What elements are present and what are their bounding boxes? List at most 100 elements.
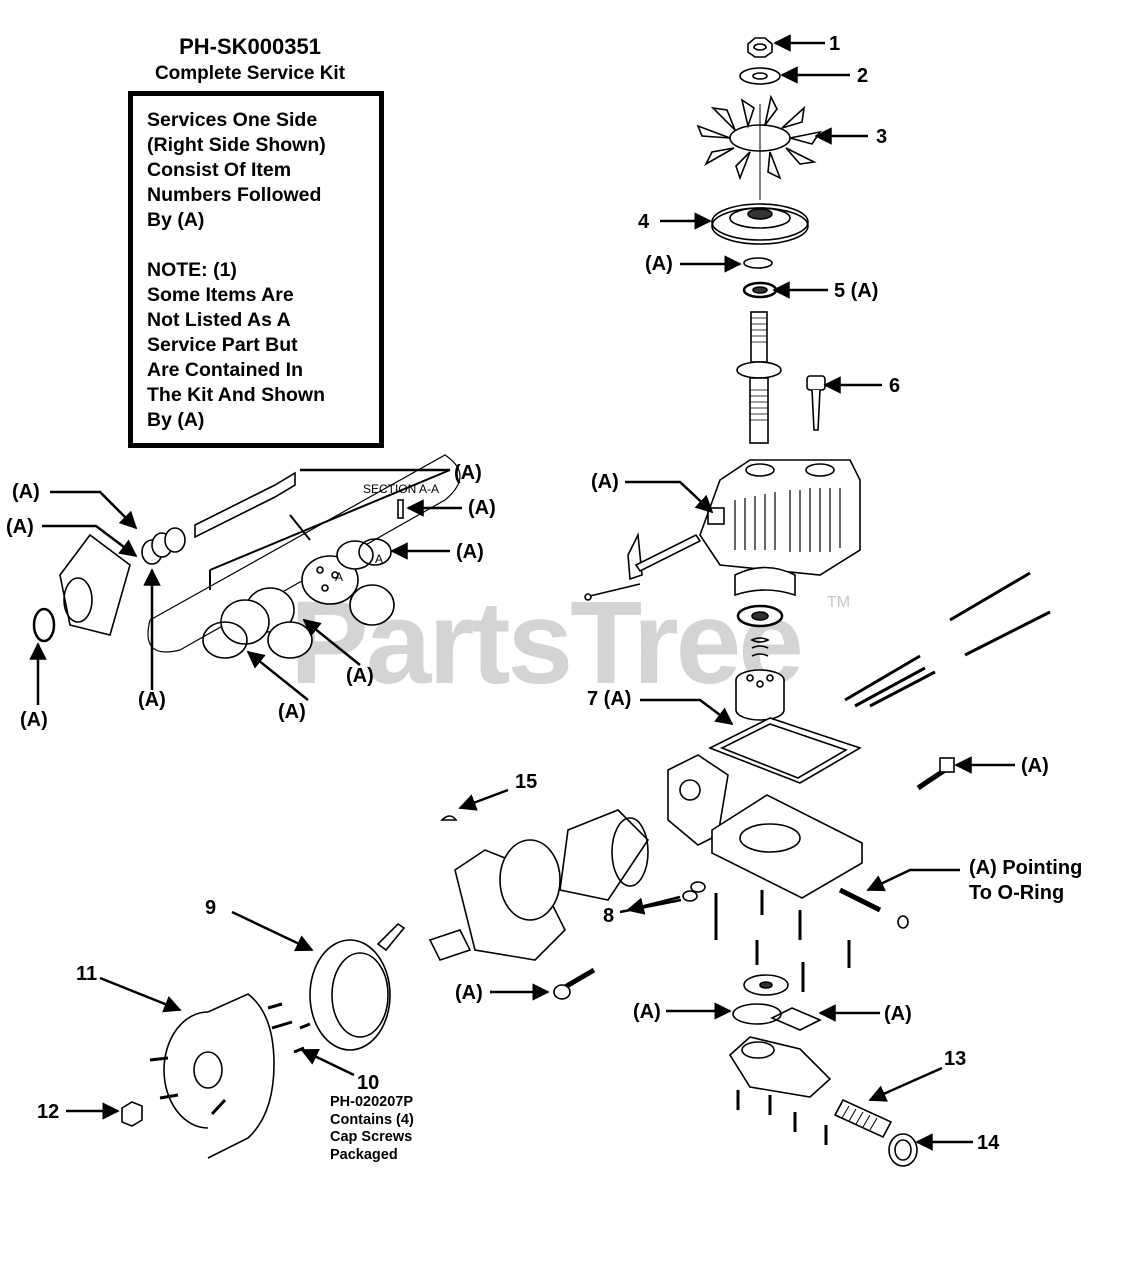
- note-line: By (A): [147, 409, 205, 431]
- pump-block-left: [202, 587, 313, 659]
- lower-bolts: [714, 890, 851, 992]
- left-shaft: [194, 471, 296, 539]
- callout-1: 1: [829, 33, 841, 55]
- valve-item-A: [916, 757, 955, 791]
- callout-a-left-8: (A): [468, 497, 496, 519]
- note-line: NOTE: (1): [147, 259, 237, 281]
- upper-housing: [699, 459, 861, 576]
- plug-A: [553, 967, 596, 1000]
- retaining-ring: [743, 257, 773, 269]
- nut-item-12: [121, 1101, 143, 1127]
- screws-bottom: [736, 1090, 828, 1145]
- callout-a-left-1: (A): [12, 481, 40, 503]
- filter-housing: [728, 1036, 832, 1098]
- note-line: Are Contained In: [147, 359, 304, 381]
- callout-7: 7 (A): [587, 688, 632, 710]
- gasket-item-7: [708, 717, 862, 784]
- left-bearing: [32, 607, 56, 643]
- callout-a-housing: (A): [591, 471, 619, 493]
- check-valve: [838, 887, 909, 929]
- callout-a-valve: (A): [1021, 755, 1049, 777]
- callout-6: 6: [889, 375, 901, 397]
- thrust-bearing: [736, 604, 784, 628]
- callout-11: 11: [76, 963, 98, 985]
- key-item-15: [440, 815, 458, 821]
- washer-item-2: [739, 67, 781, 85]
- callout-a-left-2: (A): [6, 516, 34, 538]
- fan-item-3: [696, 94, 822, 200]
- callout-a-o-ring: (A) Pointing To O-Ring: [969, 857, 1083, 904]
- callout-a-left-5: (A): [278, 701, 306, 723]
- callout-a-left-3: (A): [20, 709, 48, 731]
- o-ring-seal: [732, 1003, 782, 1025]
- note-line: Service Part But: [147, 334, 298, 356]
- callout-a-plug: (A): [455, 982, 483, 1004]
- note-line: [147, 233, 370, 258]
- callout-a-left-7: (A): [454, 462, 482, 484]
- housing-bolts: [844, 571, 1051, 708]
- section-label: SECTION A-A: [363, 482, 440, 496]
- input-shaft: [736, 311, 782, 444]
- cylinder-block: [735, 669, 785, 721]
- section-cylinder: [147, 454, 461, 653]
- nut-item-1: [747, 37, 773, 58]
- callout-a-left-4: (A): [138, 689, 166, 711]
- note-line: Some Items Are: [147, 284, 294, 306]
- note-line: The Kit And Shown: [147, 384, 326, 406]
- callout-5: 5 (A): [834, 280, 879, 302]
- swashplate-block: [734, 566, 796, 597]
- callout-14: 14: [977, 1132, 1000, 1154]
- callout-8: 8: [603, 905, 615, 927]
- callout-4: 4: [638, 211, 650, 233]
- watermark-trademark: TM: [827, 594, 851, 611]
- callout-a-left-9: (A): [456, 541, 484, 563]
- callout-a-left-6: (A): [346, 665, 374, 687]
- dipstick-item-6: [806, 375, 826, 431]
- callout-13: 13: [944, 1048, 967, 1070]
- screws-item-10: [267, 1002, 311, 1054]
- callout-3: 3: [876, 126, 888, 148]
- kit-part-number: PH-SK000351: [179, 34, 321, 59]
- left-axle-hub: [59, 533, 131, 636]
- bypass-arm: [584, 532, 702, 601]
- callout-10: 10: [357, 1072, 380, 1094]
- callout-arrows: [29, 34, 1015, 1151]
- note-line: Services One Side: [147, 109, 318, 131]
- callout-2: 2: [857, 65, 869, 87]
- item-10-note: PH-020207P Contains (4) Cap Screws Packa…: [330, 1094, 414, 1163]
- left-seal-stack: [141, 527, 186, 565]
- plug-item-8: [682, 881, 706, 902]
- kit-note-box: Services One Side (Right Side Shown) Con…: [128, 91, 384, 448]
- note-line: (Right Side Shown): [147, 134, 326, 156]
- callout-15: 15: [515, 771, 538, 793]
- callout-a-gasket: (A): [884, 1003, 912, 1025]
- hub-item-11: [149, 993, 275, 1159]
- kit-subtitle: Complete Service Kit: [154, 63, 346, 84]
- callout-a-o-ring-2: (A): [633, 1001, 661, 1023]
- center-housing: [667, 754, 863, 899]
- sleeve: [559, 809, 650, 901]
- callout-12: 12: [37, 1101, 60, 1123]
- note-line: Not Listed As A: [147, 309, 291, 331]
- brake-item-9: [309, 922, 406, 1051]
- section-bracket: [209, 469, 451, 590]
- filter-item-13: [833, 1098, 893, 1139]
- bearing-item-5: [742, 281, 778, 299]
- note-line: By (A): [147, 209, 205, 231]
- callout-a-retaining-ring: (A): [645, 253, 673, 275]
- cap-item-14: [888, 1133, 918, 1167]
- note-line: Numbers Followed: [147, 184, 322, 206]
- section-marker: A: [335, 570, 344, 584]
- filter-adapter: [743, 974, 789, 996]
- ring-A-section: [336, 538, 392, 570]
- motor-plate: [301, 555, 395, 626]
- axle-housing: [428, 839, 566, 961]
- callout-9: 9: [205, 897, 217, 919]
- spring: [750, 637, 770, 657]
- section-marker: A: [375, 552, 384, 566]
- note-line: Consist Of Item: [147, 159, 292, 181]
- pulley-item-4: [711, 203, 809, 245]
- section-key: [397, 499, 404, 519]
